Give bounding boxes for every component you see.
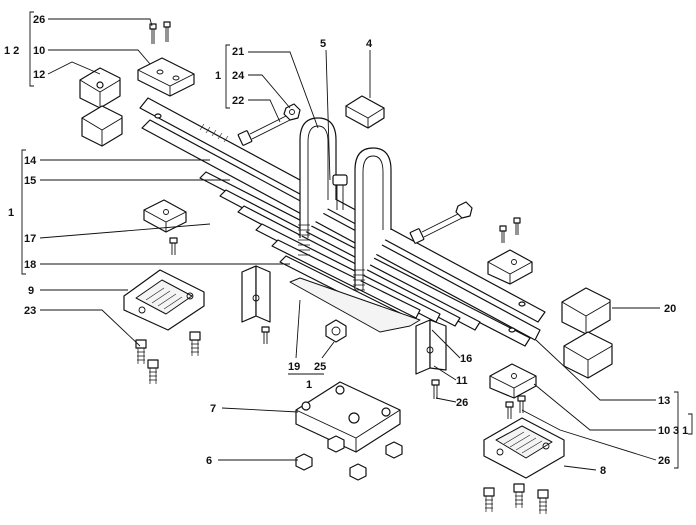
clip-plate-left (143, 199, 187, 255)
callout-10b: 10 (658, 425, 670, 437)
u-bolt-rear (353, 147, 392, 291)
callout-23: 23 (24, 305, 36, 317)
callout-labels: 26 10 12 1 2 21 24 22 1 5 4 14 15 17 18 … (4, 14, 688, 477)
callout-13: 13 (658, 395, 670, 407)
callout-19: 19 (288, 361, 300, 373)
callout-4: 4 (366, 38, 373, 50)
plate-13 (489, 363, 537, 419)
leader-lines (39, 18, 660, 471)
center-bolt (332, 174, 348, 210)
callout-22: 22 (232, 95, 244, 107)
callout-8: 8 (600, 465, 606, 477)
u-bolt-plate-7 (295, 381, 401, 453)
bumper-12 (79, 67, 123, 147)
callout-11: 11 (456, 375, 468, 387)
nut-24 (283, 103, 301, 121)
bolts-bottom-right (483, 483, 549, 514)
spring-bracket-18 (241, 265, 271, 344)
callout-14: 14 (24, 155, 37, 167)
bolt-22 (237, 113, 293, 146)
screws-26a (149, 21, 171, 44)
callout-12: 12 (33, 69, 45, 81)
bracket-16 (415, 319, 447, 399)
callout-16: 16 (460, 353, 472, 365)
u-bolt-front (298, 117, 337, 256)
callout-25: 25 (314, 361, 326, 373)
rubber-pad (345, 95, 385, 129)
group-1c: 1 (306, 379, 312, 391)
callout-7: 7 (210, 403, 216, 415)
callout-5: 5 (320, 38, 326, 50)
callout-24: 24 (232, 70, 245, 82)
callout-21: 21 (232, 46, 244, 58)
spring-seat-8 (483, 417, 565, 479)
plate-10a (137, 57, 195, 97)
group-1b: 1 (8, 207, 14, 219)
callout-18: 18 (24, 259, 36, 271)
callout-26c: 26 (658, 455, 670, 467)
group-31: 3 1 (673, 425, 688, 437)
bumper-20 (561, 287, 613, 379)
callout-9: 9 (28, 285, 34, 297)
callout-15: 15 (24, 175, 36, 187)
callout-6: 6 (206, 455, 212, 467)
plate-right-upper (487, 217, 533, 285)
spring-seat-9 (123, 269, 205, 331)
callout-20: 20 (664, 303, 676, 315)
nuts-6 (295, 435, 403, 481)
nut-25 (325, 319, 347, 343)
callout-17: 17 (24, 233, 36, 245)
group-brackets (21, 11, 693, 469)
bolts-23 (135, 331, 201, 384)
callout-10a: 10 (33, 45, 45, 57)
bolt-middle (409, 201, 473, 244)
group-1a: 1 (215, 70, 221, 82)
callout-26b: 26 (456, 397, 468, 409)
group-12: 1 2 (4, 45, 19, 57)
callout-26a: 26 (33, 14, 45, 26)
